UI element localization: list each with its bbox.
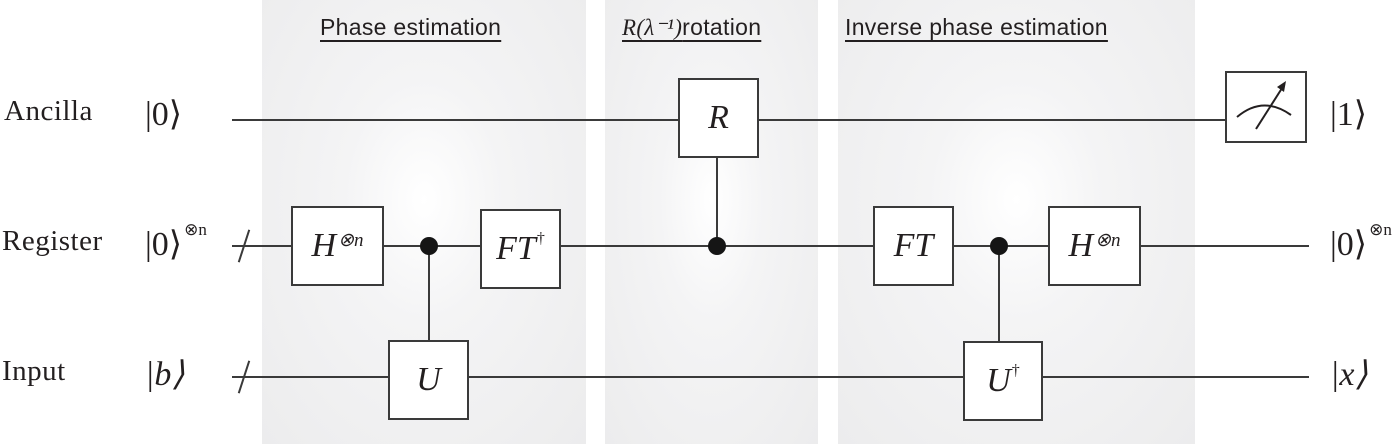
r-control-line <box>716 155 718 246</box>
ancilla-input-state: |0⟩ <box>145 96 183 133</box>
u-dagger-control-line <box>998 246 1000 342</box>
fourier-transform-gate: FT <box>873 206 954 286</box>
inverse-fourier-transform-gate: FT† <box>480 209 561 289</box>
measurement-gate <box>1225 71 1307 143</box>
inverse-phase-estimation-title: Inverse phase estimation <box>845 14 1108 40</box>
register-wire <box>232 245 1309 247</box>
hadamard-gate: H⊗n <box>291 206 384 286</box>
rotation-title: R(λ⁻¹)rotation <box>622 14 761 41</box>
meter-icon <box>1236 81 1292 130</box>
rotation-title-text: rotation <box>682 14 762 40</box>
u-gate: U <box>388 340 469 420</box>
register-output-state: |0⟩⊗n <box>1330 219 1392 263</box>
ancilla-output-state: |1⟩ <box>1330 96 1368 133</box>
phase-estimation-title: Phase estimation <box>320 14 502 40</box>
u-dagger-gate: U† <box>963 341 1043 421</box>
input-input-state: |b⟩ <box>145 356 185 393</box>
input-wire <box>232 376 1309 378</box>
u-control-dot <box>420 237 438 255</box>
input-label: Input <box>2 355 66 387</box>
u-control-line <box>428 246 430 342</box>
input-output-state: |x⟩ <box>1330 356 1368 393</box>
register-label: Register <box>2 225 103 257</box>
r-control-dot <box>708 237 726 255</box>
rotation-gate: R <box>678 78 759 158</box>
register-input-state: |0⟩⊗n <box>145 219 207 263</box>
ancilla-label: Ancilla <box>4 95 93 127</box>
rotation-panel <box>605 0 818 444</box>
u-dagger-control-dot <box>990 237 1008 255</box>
inverse-hadamard-gate: H⊗n <box>1048 206 1141 286</box>
rotation-title-prefix: R(λ⁻¹) <box>622 15 683 40</box>
